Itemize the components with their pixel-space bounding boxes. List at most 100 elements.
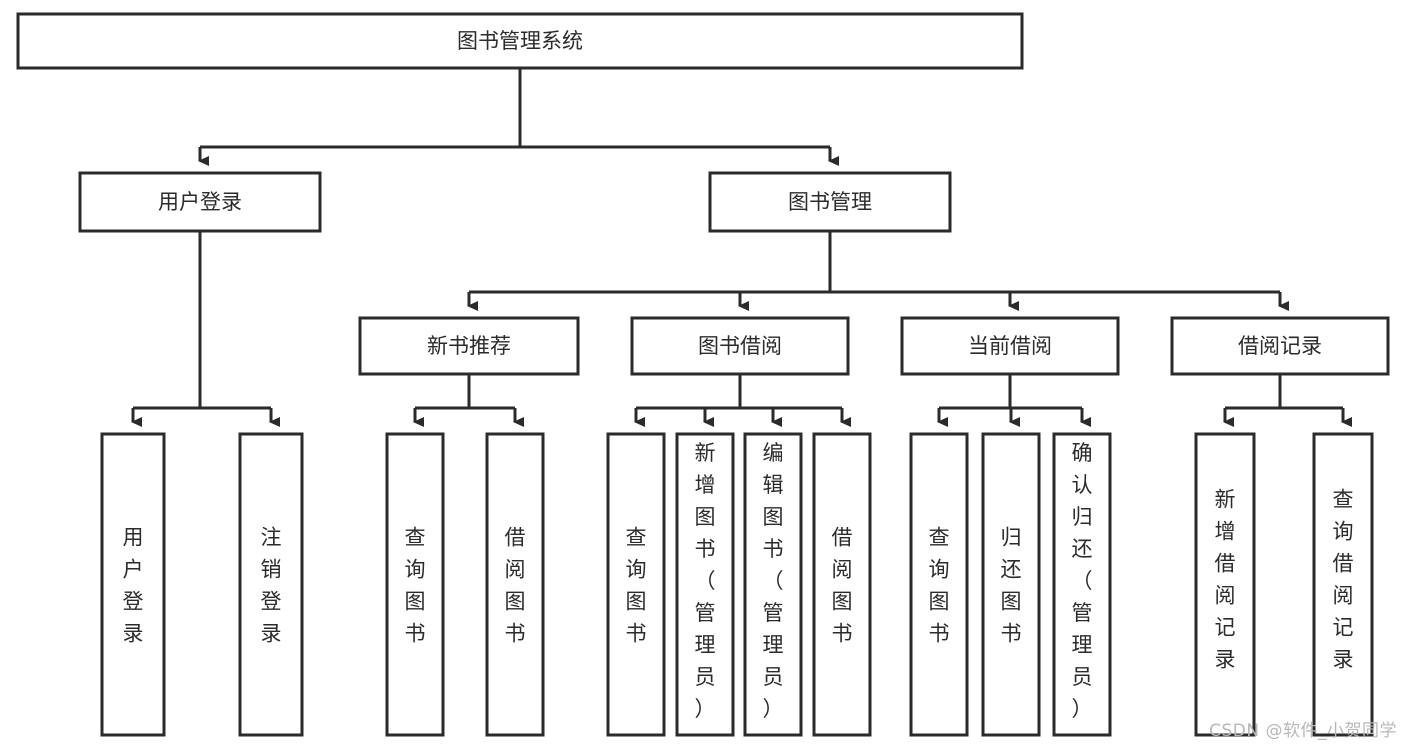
connector-lines [131, 68, 1352, 427]
node-label-char: 询 [626, 558, 647, 582]
node-label-char: 书 [763, 537, 784, 561]
node-label-char: 询 [929, 558, 950, 582]
node-label-char: 管 [1072, 601, 1093, 625]
node-label-char: 阅 [505, 558, 526, 582]
node-label-char: 录 [123, 622, 144, 646]
node-box-leaf-query-book-2 [606, 432, 666, 737]
node-box-leaf-borrow-book-2 [812, 432, 872, 737]
node-label-new-book-rec: 新书推荐 [427, 334, 511, 358]
node-box-leaf-user-login [100, 432, 166, 737]
node-box-user-login [78, 171, 322, 233]
node-label-char: 员 [763, 665, 784, 689]
node-new-book-rec[interactable]: 新书推荐 [358, 316, 580, 376]
node-label-char: 管 [695, 601, 716, 625]
node-label-user-login: 用户登录 [158, 190, 242, 214]
node-label-char: 录 [261, 622, 282, 646]
node-label-char: 增 [695, 473, 716, 497]
node-label-char: 借 [505, 526, 526, 550]
node-label-char: 查 [929, 526, 950, 550]
node-label-current-borrow: 当前借阅 [968, 334, 1052, 358]
node-label-char: 归 [1001, 526, 1022, 550]
node-label-char: 辑 [763, 473, 784, 497]
node-label-char: （ [763, 569, 784, 593]
node-borrow-record[interactable]: 借阅记录 [1170, 316, 1390, 376]
node-label-char: 录 [1333, 648, 1354, 672]
node-label-char: 户 [123, 558, 144, 582]
node-boxes: 图书管理系统用户登录图书管理新书推荐图书借阅当前借阅借阅记录用户登录注销登录查询… [16, 12, 1390, 737]
node-label-char: 员 [1072, 665, 1093, 689]
node-label-book-borrow: 图书借阅 [698, 334, 782, 358]
node-label-char: 查 [626, 526, 647, 550]
node-label-char: 图 [695, 505, 716, 529]
node-box-leaf-query-record [1312, 432, 1374, 737]
node-box-leaf-add-book [675, 432, 735, 737]
node-label-char: ） [1072, 697, 1093, 721]
node-label-char: 书 [505, 622, 526, 646]
node-label-char: 管 [763, 601, 784, 625]
node-box-root [16, 12, 1024, 70]
node-label-char: 图 [626, 590, 647, 614]
node-current-borrow[interactable]: 当前借阅 [900, 316, 1120, 376]
node-label-char: 理 [763, 633, 784, 657]
node-root[interactable]: 图书管理系统 [16, 12, 1024, 70]
node-label-book-manage: 图书管理 [788, 190, 872, 214]
node-label-char: 图 [929, 590, 950, 614]
node-label-char: 阅 [1333, 584, 1354, 608]
node-box-leaf-query-book-3 [909, 432, 969, 737]
node-label-char: 书 [695, 537, 716, 561]
node-label-char: 书 [832, 622, 853, 646]
node-label-char: 还 [1001, 558, 1022, 582]
node-user-login[interactable]: 用户登录 [78, 171, 322, 233]
node-book-borrow[interactable]: 图书借阅 [630, 316, 850, 376]
node-label-char: 询 [1333, 520, 1354, 544]
node-label-char: 记 [1215, 616, 1236, 640]
node-label-char: 新 [1215, 488, 1236, 512]
node-label-char: 录 [1215, 648, 1236, 672]
node-label-char: （ [1072, 569, 1093, 593]
node-label-char: 理 [1072, 633, 1093, 657]
node-label-char: ） [763, 697, 784, 721]
node-box-book-manage [708, 171, 952, 233]
node-label-root: 图书管理系统 [457, 29, 583, 53]
node-label-char: 新 [695, 441, 716, 465]
csdn-watermark: CSDN @软件_小贺同学 [1209, 721, 1397, 741]
node-label-char: 借 [1215, 552, 1236, 576]
node-box-new-book-rec [358, 316, 580, 376]
node-label-char: 确 [1072, 441, 1093, 465]
node-book-manage[interactable]: 图书管理 [708, 171, 952, 233]
node-label-char: （ [695, 569, 716, 593]
node-box-leaf-query-book-1 [385, 432, 445, 737]
node-box-current-borrow [900, 316, 1120, 376]
node-label-char: 借 [832, 526, 853, 550]
node-label-char: 员 [695, 665, 716, 689]
node-box-leaf-user-logout [238, 432, 304, 737]
node-label-char: 书 [929, 622, 950, 646]
node-label-char: 借 [1333, 552, 1354, 576]
node-label-char: 图 [1001, 590, 1022, 614]
node-label-char: 编 [763, 441, 784, 465]
node-label-char: 认 [1072, 473, 1093, 497]
node-label-char: 还 [1072, 537, 1093, 561]
node-label-char: 理 [695, 633, 716, 657]
node-label-char: 图 [832, 590, 853, 614]
node-label-char: 询 [405, 558, 426, 582]
node-leaf-user-login[interactable]: 用户登录 [100, 432, 166, 737]
node-box-leaf-borrow-book-1 [485, 432, 545, 737]
node-label-char: 阅 [832, 558, 853, 582]
node-label-char: 登 [261, 590, 282, 614]
node-box-leaf-return-book [981, 432, 1041, 737]
node-label-borrow-record: 借阅记录 [1238, 334, 1322, 358]
